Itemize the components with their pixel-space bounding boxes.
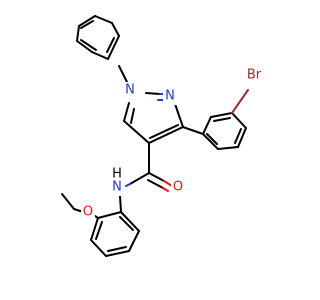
bromine-atom: Br	[247, 68, 262, 83]
pyrazole-ring	[123, 92, 184, 144]
atom-n2-label: N	[163, 89, 177, 105]
atom-br-label: Br	[241, 67, 265, 83]
carbonyl-oxygen: O	[173, 180, 183, 195]
bromophenyl-ring	[182, 89, 249, 150]
atom-nh-label: H N	[110, 166, 124, 196]
atom-o-methoxy-label: O	[81, 204, 95, 220]
molecule-structure-diagram: N N Br O H N O	[61, 15, 265, 257]
amide-nitrogen: N	[112, 180, 122, 195]
phenyl-ring-top	[76, 15, 120, 60]
bond-phenyl-n1	[118, 65, 129, 85]
methoxy-oxygen: O	[83, 205, 93, 220]
methoxyphenyl-ring	[61, 193, 140, 257]
atom-o-carbonyl-label: O	[171, 180, 185, 196]
amide-hydrogen: H	[112, 167, 122, 182]
atom-n1-label: N	[123, 82, 137, 98]
carboxamide-group	[125, 142, 173, 192]
nitrogen-n1: N	[125, 83, 135, 98]
nitrogen-n2: N	[165, 89, 175, 104]
